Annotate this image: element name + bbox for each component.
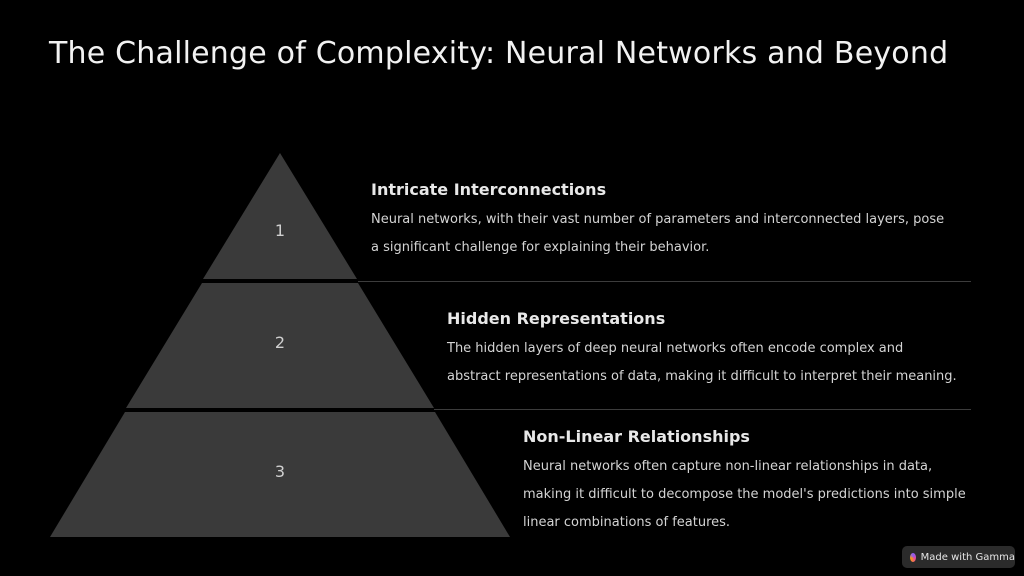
made-with-gamma-badge[interactable]: Made with Gamma xyxy=(902,546,1015,568)
tier-2-heading: Hidden Representations xyxy=(447,309,666,328)
tier-3-description: Non-Linear Relationships Neural networks… xyxy=(523,427,973,537)
tier-2-body: The hidden layers of deep neural network… xyxy=(447,341,957,384)
tier-divider-2 xyxy=(434,409,971,410)
tier-divider-1 xyxy=(358,281,971,282)
tier-3-body: Neural networks often capture non-linear… xyxy=(523,459,966,530)
tier-2-description: Hidden Representations The hidden layers… xyxy=(447,309,957,391)
tier-1-description: Intricate Interconnections Neural networ… xyxy=(371,180,951,262)
pyramid-tier-1 xyxy=(203,153,357,279)
tier-1-heading: Intricate Interconnections xyxy=(371,180,607,199)
tier-3-heading: Non-Linear Relationships xyxy=(523,427,750,446)
badge-label: Made with Gamma xyxy=(920,551,1015,563)
tier-1-body: Neural networks, with their vast number … xyxy=(371,212,945,255)
tier-1-number: 1 xyxy=(275,221,285,240)
pyramid-tier-3 xyxy=(50,412,510,537)
pyramid-tier-2 xyxy=(126,283,434,408)
gamma-logo-icon xyxy=(910,552,916,562)
tier-2-number: 2 xyxy=(275,333,285,352)
tier-3-number: 3 xyxy=(275,462,285,481)
slide-title: The Challenge of Complexity: Neural Netw… xyxy=(49,36,949,71)
